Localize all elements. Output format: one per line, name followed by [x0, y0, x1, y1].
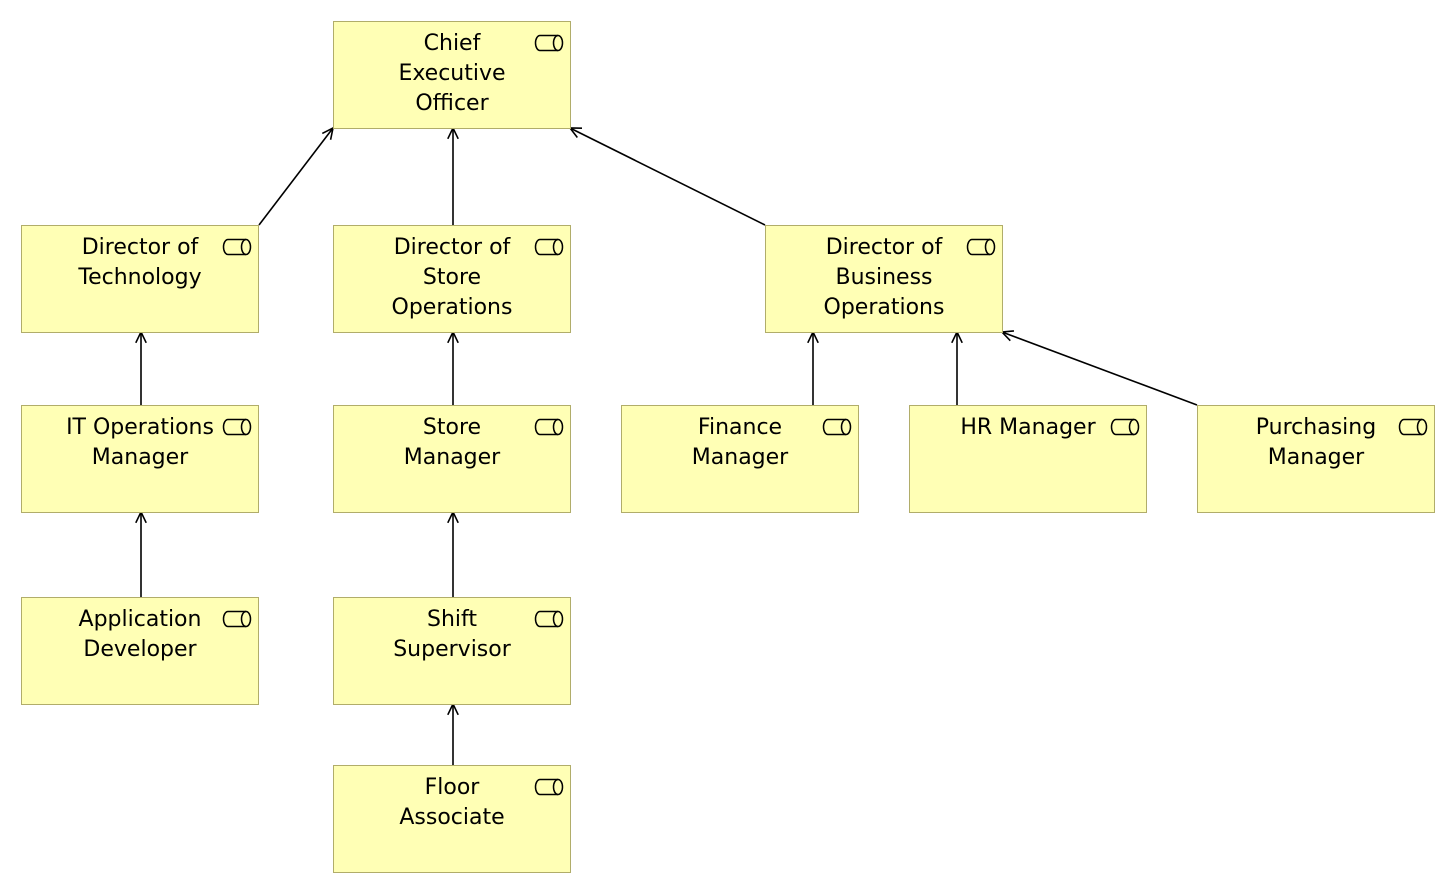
role-label: Chief Executive Officer	[398, 31, 506, 116]
role-icon	[966, 238, 996, 256]
role-node-ceo[interactable]: Chief Executive Officer	[333, 21, 571, 129]
role-label: Director of Store Operations	[391, 235, 513, 320]
reports-to-arrow-dir-biz	[568, 127, 766, 226]
role-icon	[534, 238, 564, 256]
role-node-it-ops[interactable]: IT Operations Manager	[21, 405, 259, 513]
role-icon	[222, 610, 252, 628]
reports-to-arrow-app-dev	[135, 510, 147, 597]
role-icon	[822, 418, 852, 436]
role-icon	[534, 778, 564, 796]
role-node-shift-sup[interactable]: Shift Supervisor	[333, 597, 571, 705]
role-icon	[534, 418, 564, 436]
reports-to-arrow-dir-tech	[258, 126, 335, 226]
role-node-purchasing[interactable]: Purchasing Manager	[1197, 405, 1435, 513]
reports-to-arrow-shift-sup	[447, 510, 459, 597]
role-label: Application Developer	[78, 607, 202, 662]
reports-to-arrow-store-mgr	[447, 330, 459, 405]
role-node-dir-store[interactable]: Director of Store Operations	[333, 225, 571, 333]
reports-to-arrow-dir-store	[447, 126, 459, 225]
role-icon	[222, 418, 252, 436]
role-icon	[1110, 418, 1140, 436]
reports-to-arrow-floor	[447, 702, 459, 765]
reports-to-arrow-purchasing	[1000, 330, 1198, 406]
role-icon	[222, 238, 252, 256]
role-icon	[534, 610, 564, 628]
role-node-floor[interactable]: Floor Associate	[333, 765, 571, 873]
role-label: HR Manager	[960, 415, 1096, 440]
reports-to-arrow-it-ops	[135, 330, 147, 405]
role-label: Finance Manager	[691, 415, 789, 470]
reports-to-arrow-hr	[951, 330, 963, 405]
role-icon	[534, 34, 564, 52]
role-node-hr[interactable]: HR Manager	[909, 405, 1147, 513]
role-label: Director of Business Operations	[823, 235, 945, 320]
role-node-app-dev[interactable]: Application Developer	[21, 597, 259, 705]
role-label: Director of Technology	[78, 235, 202, 290]
role-node-store-mgr[interactable]: Store Manager	[333, 405, 571, 513]
role-label: Store Manager	[403, 415, 501, 470]
role-label: Floor Associate	[399, 775, 505, 830]
role-label: Purchasing Manager	[1255, 415, 1377, 470]
role-node-finance[interactable]: Finance Manager	[621, 405, 859, 513]
role-label: Shift Supervisor	[393, 607, 511, 662]
reports-to-arrow-finance	[807, 330, 819, 405]
role-node-dir-biz[interactable]: Director of Business Operations	[765, 225, 1003, 333]
role-node-dir-tech[interactable]: Director of Technology	[21, 225, 259, 333]
role-icon	[1398, 418, 1428, 436]
role-label: IT Operations Manager	[66, 415, 214, 470]
